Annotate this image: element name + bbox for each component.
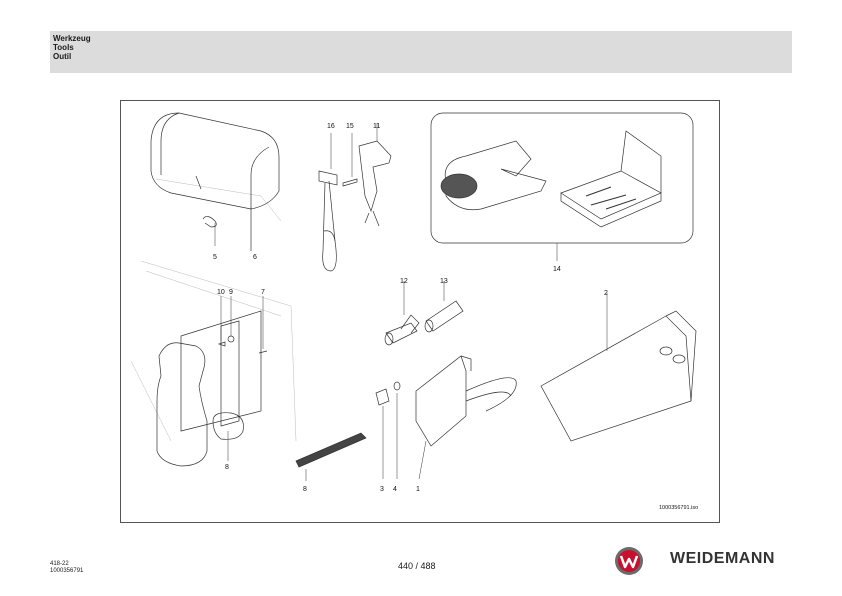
callout-8-holder: 8: [225, 464, 229, 471]
exploded-view-figure: 16 15 11 5 6 10 9 7 8 12 13 14 2 8 3 4 1…: [120, 100, 720, 523]
callout-4: 4: [393, 486, 397, 493]
tool-box-lid: [150, 112, 280, 251]
callout-16: 16: [327, 123, 335, 130]
brand-name: WEIDEMANN: [670, 550, 775, 567]
holding-bracket-11: [358, 123, 392, 227]
callout-10: 10: [217, 289, 225, 296]
coupling-12: [384, 281, 420, 346]
header-title-de: Werkzeug: [53, 34, 91, 43]
callout-13: 13: [440, 278, 448, 285]
callout-5: 5: [213, 254, 217, 261]
callout-1: 1: [416, 486, 420, 493]
header-title-en: Tools: [53, 43, 74, 52]
background-machine-lines: [130, 178, 297, 442]
cotter-pin-5: [202, 216, 217, 246]
callout-8-strip: 8: [303, 486, 307, 493]
header-title-fr: Outil: [53, 52, 72, 61]
callout-12: 12: [400, 278, 408, 285]
socket-wrench-16: [318, 133, 338, 272]
page-number: 440 / 488: [398, 561, 436, 571]
callout-14: 14: [553, 266, 561, 273]
callout-3: 3: [380, 486, 384, 493]
bolt-washer-3-4: [375, 381, 401, 479]
callout-11: 11: [373, 123, 380, 130]
sleeve-13: [424, 281, 464, 333]
callout-15: 15: [346, 123, 354, 130]
rubber-strip-8: [295, 432, 367, 481]
figure-id: 1000356791.iso: [659, 505, 698, 511]
screw-washer-10-9: [217, 296, 268, 354]
callout-7: 7: [261, 289, 265, 296]
bolt-15: [342, 133, 358, 187]
chute-plate-2: [540, 293, 697, 442]
footer-code-2: 1000356791: [50, 568, 84, 574]
header-band: Werkzeug Tools Outil: [50, 31, 792, 73]
callout-2: 2: [604, 290, 608, 297]
holder-bracket-1: [415, 355, 517, 480]
callout-9: 9: [229, 289, 233, 296]
tool-kit-14: [430, 112, 694, 261]
fire-extinguisher-holder-8: [156, 310, 262, 467]
weidemann-logo-icon: [615, 547, 643, 575]
tools-drawing: 16 15 11 5 6 10 9 7 8 12 13 14 2 8 3 4 1…: [130, 112, 698, 511]
footer-code-1: 418-22: [50, 561, 69, 567]
callout-6: 6: [253, 254, 257, 261]
